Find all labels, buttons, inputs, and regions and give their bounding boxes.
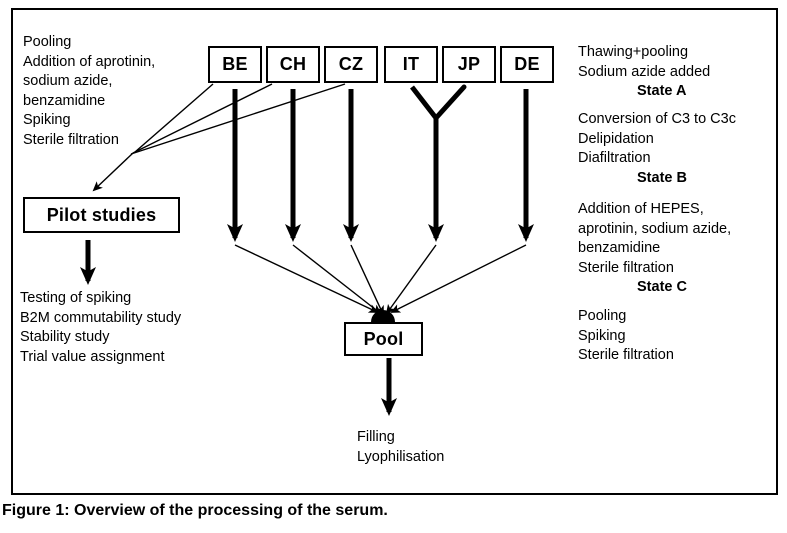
annotation-line: Filling [357, 429, 395, 445]
annotation-line: Delipidation [578, 130, 654, 147]
country-node-it: IT [384, 46, 438, 83]
country-node-ch: CH [266, 46, 320, 83]
annotation-line: B2M commutability study [20, 309, 182, 326]
annotation-line: Testing of spiking [20, 290, 132, 306]
state-a-label: State A [637, 83, 687, 99]
annotation-line: Spiking [578, 327, 626, 344]
country-node-be: BE [208, 46, 262, 83]
annotation-line: Sterile filtration [578, 259, 674, 276]
diagram-frame [11, 8, 778, 495]
annotation-line: Sterile filtration [23, 131, 119, 148]
annotation-line: Stability study [20, 329, 110, 345]
annotation-line: benzamidine [23, 92, 106, 109]
annotation-line: Thawing+pooling [578, 44, 689, 60]
pilot-studies-node: Pilot studies [23, 197, 180, 233]
country-node-cz: CZ [324, 46, 378, 83]
annotation-line: Diafiltration [578, 150, 651, 166]
figure-caption: Figure 1: Overview of the processing of … [2, 502, 388, 519]
annotation-line: sodium azide, [23, 73, 113, 89]
annotation-line: aprotinin, sodium azide, [578, 220, 732, 237]
state-c-annotation: Addition of HEPES, aprotinin, sodium azi… [578, 200, 731, 298]
pre-pilot-annotation: Pooling Addition of aprotinin, sodium az… [23, 33, 155, 150]
state-b-annotation: Conversion of C3 to C3c Delipidation Dia… [578, 110, 736, 188]
pool-node: Pool [344, 322, 423, 356]
annotation-line: Conversion of C3 to C3c [578, 111, 736, 127]
annotation-line: Pooling [23, 34, 72, 50]
annotation-line: Pooling [578, 308, 627, 324]
state-b-label: State B [637, 169, 687, 186]
state-a-annotation: Thawing+pooling Sodium azide added State… [578, 43, 710, 102]
annotation-line: Sodium azide added [578, 63, 711, 80]
state-c-label: State C [637, 279, 687, 295]
annotation-line: Addition of aprotinin, [23, 53, 156, 70]
annotation-line: Sterile filtration [578, 347, 674, 363]
country-node-de: DE [500, 46, 554, 83]
pool-steps-annotation: Pooling Spiking Sterile filtration [578, 307, 674, 366]
annotation-line: Trial value assignment [20, 348, 165, 365]
country-node-jp: JP [442, 46, 496, 83]
post-pilot-annotation: Testing of spiking B2M commutability stu… [20, 289, 181, 367]
annotation-line: Spiking [23, 112, 71, 128]
annotation-line: benzamidine [578, 240, 661, 256]
annotation-line: Lyophilisation [357, 448, 445, 465]
annotation-line: Addition of HEPES, [578, 201, 704, 217]
post-pool-annotation: Filling Lyophilisation [357, 428, 444, 467]
